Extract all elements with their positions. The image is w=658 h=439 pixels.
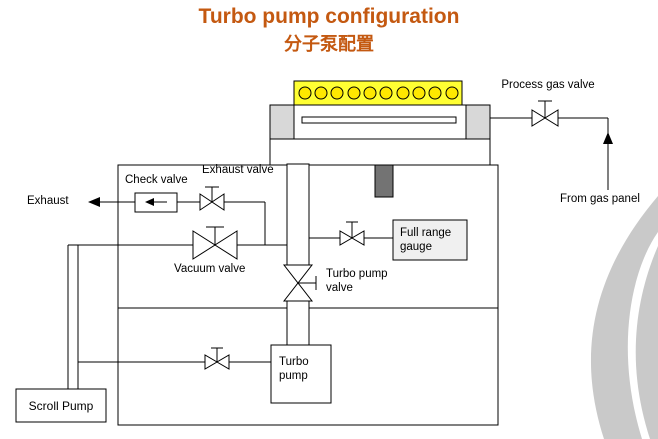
turbo-pump-label: Turbo pump xyxy=(279,356,309,382)
check-valve-icon xyxy=(134,192,178,213)
wafer-stage xyxy=(301,116,457,124)
lamp-bulb xyxy=(445,86,459,100)
gauge-valve-icon xyxy=(339,221,365,246)
chamber-right-wall xyxy=(465,104,491,140)
lamp-bulb xyxy=(428,86,442,100)
lamp-bulb xyxy=(363,86,377,100)
full-range-gauge-box xyxy=(392,219,468,261)
turbo-outlet-pipe xyxy=(286,300,310,346)
lamp-bulb xyxy=(347,86,361,100)
from-gas-panel-label: From gas panel xyxy=(560,193,640,205)
process-gas-valve-label: Process gas valve xyxy=(501,79,595,91)
chamber-base xyxy=(269,138,491,166)
lamp-array xyxy=(293,80,463,106)
chamber-left-wall xyxy=(269,104,295,140)
lamp-bulb xyxy=(379,86,393,100)
lamp-bulb xyxy=(396,86,410,100)
full-range-gauge-label: Full range gauge xyxy=(400,227,452,253)
lamp-bulb xyxy=(330,86,344,100)
exhaust-valve-icon xyxy=(199,186,225,211)
foreline-pipe-left xyxy=(67,245,79,389)
exhaust-label: Exhaust xyxy=(27,195,69,207)
scroll-pump-box xyxy=(15,388,107,423)
turbo-inlet-pipe xyxy=(286,163,310,266)
exhaust-valve-label: Exhaust valve xyxy=(202,164,274,176)
turbo-pump-box xyxy=(270,344,332,404)
check-valve-label: Check valve xyxy=(125,174,188,186)
lamp-bulb xyxy=(298,86,312,100)
exhaust-arrow-icon xyxy=(88,197,100,207)
page-subtitle: 分子泵配置 xyxy=(284,34,374,54)
turbo-pump-valve-label: Turbo pump valve xyxy=(326,268,388,294)
decorative-swoosh-corner xyxy=(635,246,658,439)
backing-valve-icon xyxy=(204,347,230,370)
lamp-bulb xyxy=(314,86,328,100)
decorative-swoosh xyxy=(590,196,658,439)
process-gas-line xyxy=(490,117,609,190)
gas-panel-arrow-icon xyxy=(603,132,613,144)
lamp-bulb xyxy=(412,86,426,100)
pedestal xyxy=(374,164,394,198)
vacuum-valve-label: Vacuum valve xyxy=(174,263,246,275)
page-title: Turbo pump configuration xyxy=(198,5,460,28)
scroll-pump-label: Scroll Pump xyxy=(28,399,94,413)
process-gas-valve-icon xyxy=(531,100,559,127)
vacuum-valve-icon xyxy=(192,226,238,260)
